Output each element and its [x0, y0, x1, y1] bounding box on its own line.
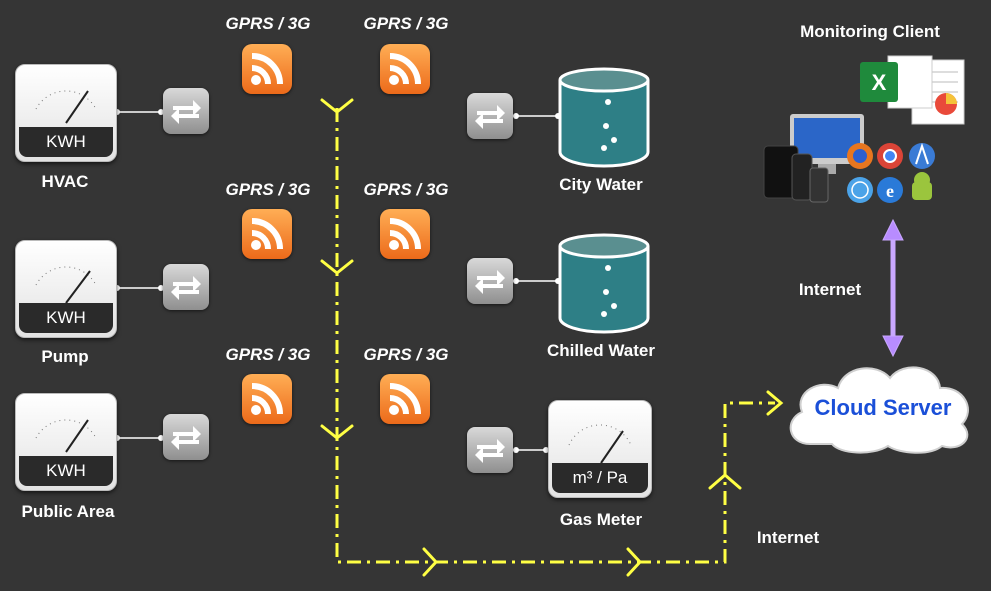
meter-unit-label: m³ / Pa — [552, 463, 648, 493]
wireless-signal-icon — [380, 44, 430, 94]
flow-arrow-down — [320, 259, 354, 275]
flow-arrow-right — [766, 390, 784, 416]
meter-name: Pump — [41, 347, 89, 366]
internet-label: Internet — [756, 528, 820, 547]
wireless-signal-icon — [380, 209, 430, 259]
water-meter-name: Chilled Water — [547, 341, 655, 360]
gas-meter: m³ / Pa — [548, 400, 652, 498]
svg-text:e: e — [886, 181, 894, 201]
gas-meter-name: Gas Meter — [559, 510, 643, 529]
electric-meter-hvac: KWH — [15, 64, 117, 162]
flow-arrow-right — [422, 547, 439, 577]
flow-arrow-down — [320, 98, 354, 114]
water-tank-icon — [558, 67, 650, 168]
protocol-label: GPRS / 3G — [363, 180, 449, 199]
meter-unit-label: KWH — [19, 456, 113, 486]
data-exchange-icon — [163, 264, 209, 310]
data-flow-path — [335, 108, 775, 564]
protocol-label: GPRS / 3G — [363, 14, 449, 33]
meter-name: HVAC — [41, 172, 89, 191]
internet-label: Internet — [798, 280, 862, 299]
protocol-label: GPRS / 3G — [225, 180, 311, 199]
rss-feed-icon — [242, 374, 292, 424]
meter-unit-label: KWH — [19, 303, 113, 333]
protocol-label: GPRS / 3G — [363, 345, 449, 364]
meter-name: Public Area — [21, 502, 115, 521]
protocol-label: GPRS / 3G — [225, 345, 311, 364]
data-exchange-icon — [467, 258, 513, 304]
electric-meter-public-area: KWH — [15, 393, 117, 491]
electric-meter-pump: KWH — [15, 240, 117, 338]
monitoring-client-devices-icon: X e — [763, 55, 965, 203]
protocol-label: GPRS / 3G — [225, 14, 311, 33]
rss-feed-icon — [242, 209, 292, 259]
data-exchange-icon — [467, 93, 513, 139]
cloud-icon — [789, 366, 969, 454]
data-exchange-icon — [163, 414, 209, 460]
flow-arrow-up — [708, 473, 742, 490]
meter-unit-label: KWH — [19, 127, 113, 157]
flow-arrow-right — [626, 547, 643, 577]
internet-arrow — [882, 218, 904, 358]
water-meter-name: City Water — [559, 175, 643, 194]
client-title: Monitoring Client — [800, 22, 940, 41]
cloud-server-label: Cloud Server — [814, 395, 952, 420]
water-tank-icon — [558, 233, 650, 334]
flow-arrow-down — [320, 424, 354, 440]
data-exchange-icon — [467, 427, 513, 473]
wireless-signal-icon — [380, 374, 430, 424]
rss-feed-icon — [242, 44, 292, 94]
data-exchange-icon — [163, 88, 209, 134]
svg-text:X: X — [872, 70, 887, 95]
